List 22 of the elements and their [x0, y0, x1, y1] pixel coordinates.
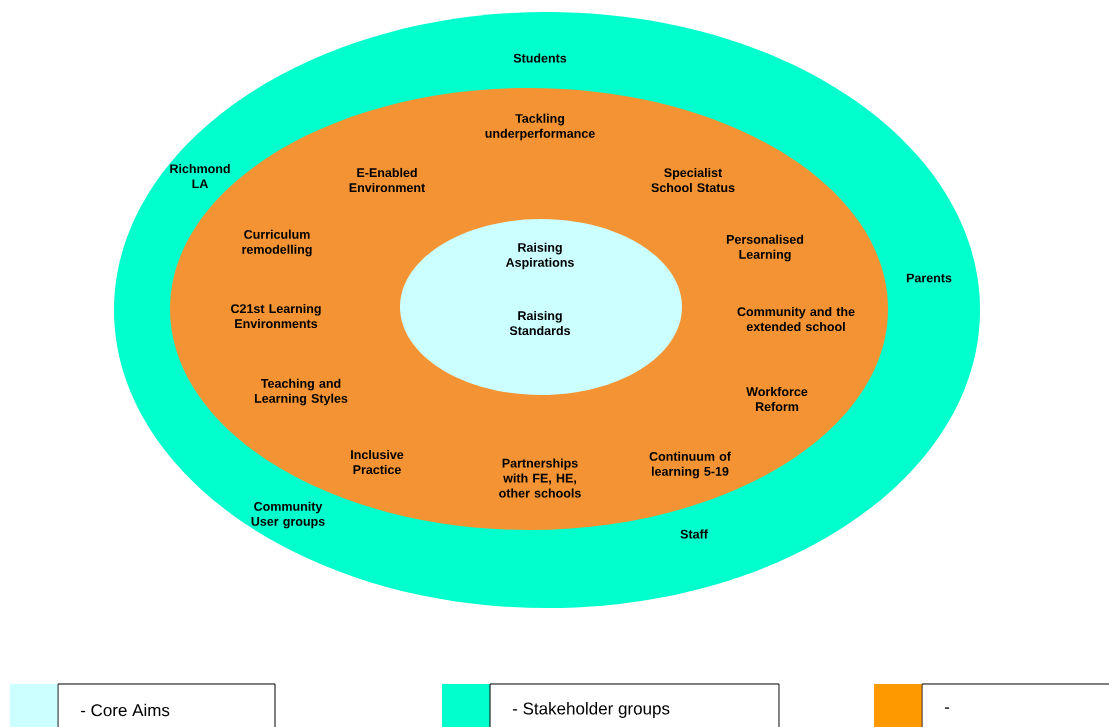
- ellipse-label: Staff: [680, 529, 708, 539]
- ellipse-label: Raising Standards: [509, 310, 571, 336]
- legend-label: -: [921, 683, 1109, 727]
- ellipse-label: Workforce Reform: [746, 386, 808, 412]
- ellipse-label: Raising Aspirations: [505, 242, 574, 270]
- ellipse-label: Parents: [906, 273, 952, 283]
- ellipse-label: Inclusive Practice: [351, 449, 404, 475]
- ellipse-label: Continuum of learning 5-19: [649, 451, 731, 479]
- ellipse-label: Personalised Learning: [726, 234, 804, 262]
- ellipse-label: Curriculum remodelling: [242, 229, 312, 257]
- legend-label: - Stakeholder groups: [489, 683, 780, 727]
- ellipse-label: Specialist School Status: [651, 167, 735, 193]
- ellipse-label: E-Enabled Environment: [349, 167, 426, 193]
- ellipse-label: Community User groups: [251, 501, 325, 529]
- ellipse-label: Community and the extended school: [737, 306, 855, 332]
- ellipse-label: Richmond LA: [170, 163, 230, 188]
- ellipse-label: Students: [513, 53, 567, 63]
- ellipse-label: Tackling underperformance: [485, 113, 595, 141]
- ellipse-label: Teaching and Learning Styles: [254, 378, 348, 406]
- ellipse-label: Partnerships with FE, HE, other schools: [499, 458, 581, 498]
- legend-label: - Core Aims: [57, 683, 276, 727]
- ellipse-label: C21st Learning Environments: [231, 303, 321, 329]
